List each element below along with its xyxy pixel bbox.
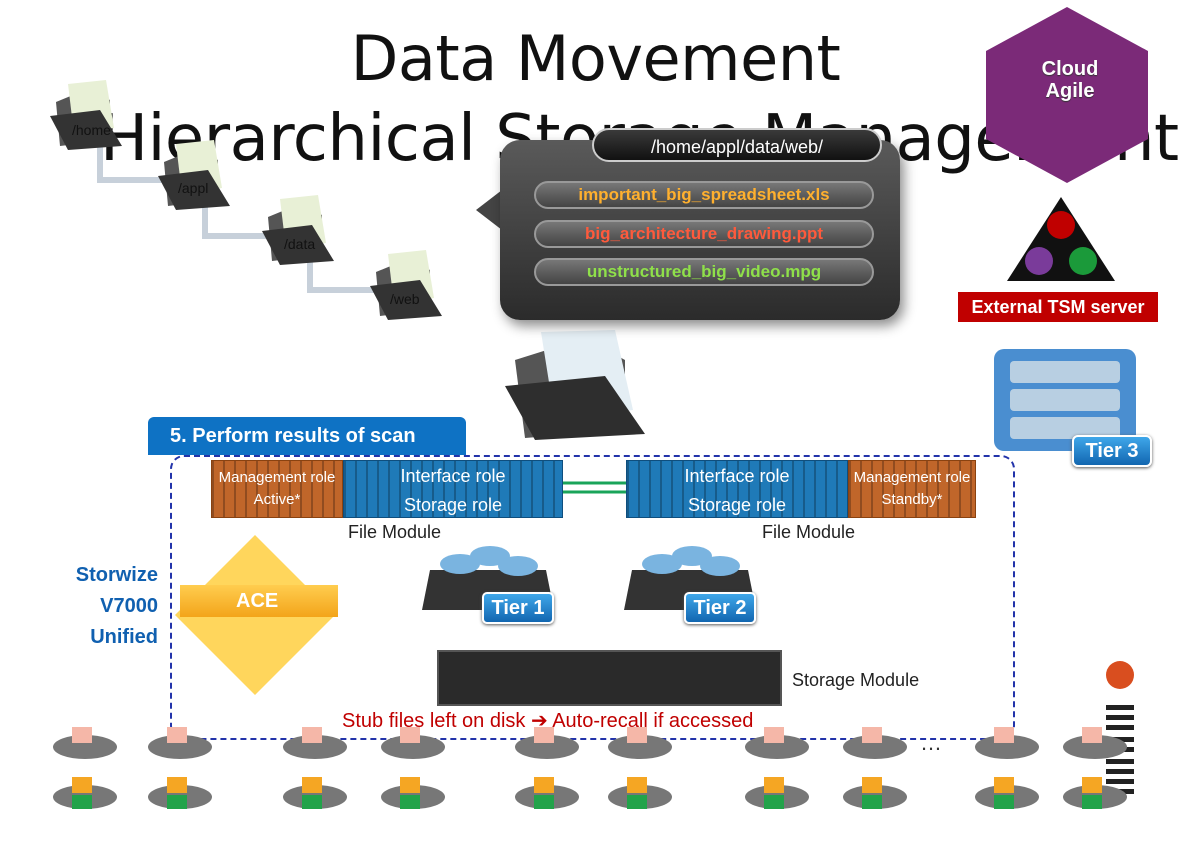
- external-tsm-server-label: External TSM server: [958, 292, 1158, 322]
- scan-step-header: 5. Perform results of scan: [148, 417, 466, 455]
- storage-role-left: Storage role: [403, 495, 503, 515]
- storwize-line-2: V7000: [100, 595, 158, 617]
- stub-note-right: Auto-recall if accessed: [552, 710, 754, 732]
- popup-tail: [476, 190, 502, 230]
- storage-module-rack: [437, 650, 782, 706]
- interface-role-left: Interface role: [400, 466, 506, 486]
- file-module-right-caption: File Module: [762, 522, 856, 542]
- logo-text-line-2: Agile: [1045, 80, 1095, 102]
- storwize-boundary: [170, 455, 1015, 740]
- tier-3-badge: Tier 3: [1072, 435, 1152, 467]
- management-role-active: Management role Active*: [211, 460, 343, 518]
- disk-drive-row: [50, 725, 1130, 825]
- interface-storage-role-right: Interface role Storage role: [626, 460, 848, 518]
- interconnect-link: [563, 481, 626, 494]
- folder-label-appl: /appl: [178, 180, 209, 196]
- tsm-pyramid-icon: [1007, 197, 1115, 281]
- folder-icon[interactable]: [262, 195, 334, 265]
- folder-label-web: /web: [390, 291, 420, 307]
- title-line-1: Data Movement: [350, 22, 841, 95]
- management-role-standby-text: Management role Standby*: [853, 469, 971, 508]
- folder-icon[interactable]: [50, 80, 122, 150]
- folder-label-data: /data: [284, 236, 316, 252]
- storage-role-right: Storage role: [687, 495, 787, 515]
- logo-text-line-1: Cloud: [1041, 58, 1099, 80]
- open-folder-icon: [505, 330, 645, 440]
- ace-label: ACE: [180, 585, 338, 617]
- stub-note-left: Stub files left on disk: [342, 710, 526, 732]
- management-role-active-text: Management role Active*: [218, 469, 336, 508]
- tape-library-icon: [994, 349, 1136, 451]
- popup-path: /home/appl/data/web/: [592, 128, 882, 162]
- storwize-line-3: Unified: [90, 626, 158, 648]
- cloud-agile-logo-text: Cloud Agile: [1010, 58, 1130, 102]
- file-item-drawing[interactable]: big_architecture_drawing.ppt: [534, 220, 874, 248]
- folder-label-home: /home: [72, 122, 111, 138]
- file-item-video[interactable]: unstructured_big_video.mpg: [534, 258, 874, 286]
- stub-files-note: Stub files left on disk ➔ Auto-recall if…: [342, 708, 753, 733]
- storwize-label: Storwize V7000 Unified: [38, 560, 158, 653]
- folder-icon[interactable]: [158, 140, 230, 210]
- management-role-standby: Management role Standby*: [848, 460, 976, 518]
- cloud-agile-logo: [986, 7, 1148, 183]
- folder-icon[interactable]: [370, 250, 442, 320]
- interface-storage-role-left: Interface role Storage role: [343, 460, 563, 518]
- tier-1-badge: Tier 1: [482, 592, 554, 624]
- more-disks-ellipsis: …: [920, 730, 942, 755]
- file-item-spreadsheet[interactable]: important_big_spreadsheet.xls: [534, 181, 874, 209]
- storage-module-label: Storage Module: [792, 670, 920, 690]
- tier-2-badge: Tier 2: [684, 592, 756, 624]
- stub-note-arrow: ➔: [531, 710, 548, 732]
- storwize-line-1: Storwize: [75, 564, 158, 586]
- disk-drives: [53, 727, 1127, 809]
- interface-role-right: Interface role: [684, 466, 790, 486]
- file-module-left-caption: File Module: [348, 522, 442, 542]
